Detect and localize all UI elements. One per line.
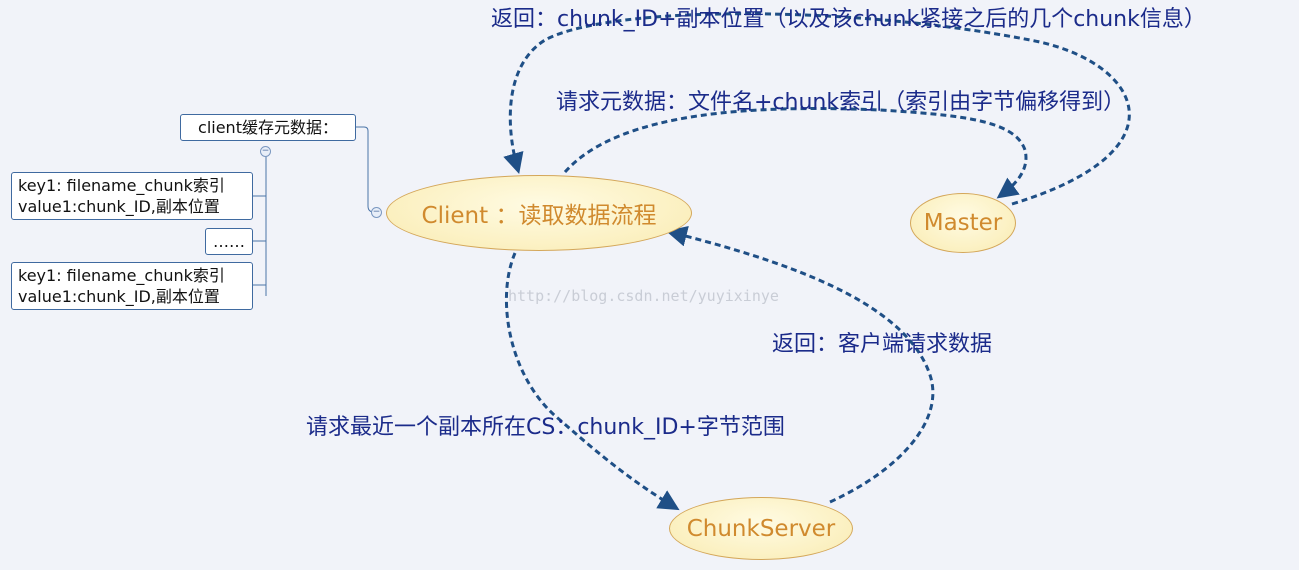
arrow-master-to-client xyxy=(503,12,1131,206)
cache-ellipsis-box[interactable]: …… xyxy=(205,228,253,255)
master-node-label: Master xyxy=(923,210,1003,236)
cache-entry-1-key: key1: filename_chunk索引 xyxy=(18,176,225,195)
arrow-chunkserver-to-client xyxy=(665,225,935,504)
edge-label-client-request-meta: 请求元数据：文件名+chunk索引（索引由字节偏移得到） xyxy=(556,90,1126,115)
cache-entry-2-value: value1:chunk_ID,副本位置 xyxy=(18,287,220,306)
cache-ellipsis: …… xyxy=(213,232,245,251)
edge-label-master-return: 返回：chunk_ID+副本位置（以及该chunk紧接之后的几个chunk信息） xyxy=(491,7,1206,32)
chunkserver-node-label: ChunkServer xyxy=(686,515,836,542)
chunkserver-node[interactable]: ChunkServer xyxy=(669,497,853,560)
collapse-toggle-icon[interactable]: − xyxy=(260,146,271,157)
cache-title-box[interactable]: client缓存元数据： xyxy=(180,114,356,141)
edge-label-client-request-cs: 请求最近一个副本所在CS：chunk_ID+字节范围 xyxy=(306,415,785,440)
arrow-client-to-chunkserver xyxy=(504,252,680,511)
cache-entry-1[interactable]: key1: filename_chunk索引 value1:chunk_ID,副… xyxy=(11,172,253,220)
client-node[interactable]: Client ：读取数据流程 xyxy=(386,175,692,251)
cache-entry-2-key: key1: filename_chunk索引 xyxy=(18,266,225,285)
root-collapse-toggle-icon[interactable]: − xyxy=(371,207,382,218)
cache-title: client缓存元数据： xyxy=(198,118,338,137)
tree-lines xyxy=(253,126,375,296)
tree-line-root-to-title xyxy=(356,126,375,213)
client-node-label: Client ：读取数据流程 xyxy=(421,203,657,229)
cache-entry-1-value: value1:chunk_ID,副本位置 xyxy=(18,197,220,216)
watermark-text: http://blog.csdn.net/yuyixinye xyxy=(508,287,779,305)
cache-entry-2[interactable]: key1: filename_chunk索引 value1:chunk_ID,副… xyxy=(11,262,253,310)
edge-label-cs-return: 返回：客户端请求数据 xyxy=(772,332,993,357)
master-node[interactable]: Master xyxy=(910,193,1016,253)
arrow-client-to-master xyxy=(563,107,1028,199)
